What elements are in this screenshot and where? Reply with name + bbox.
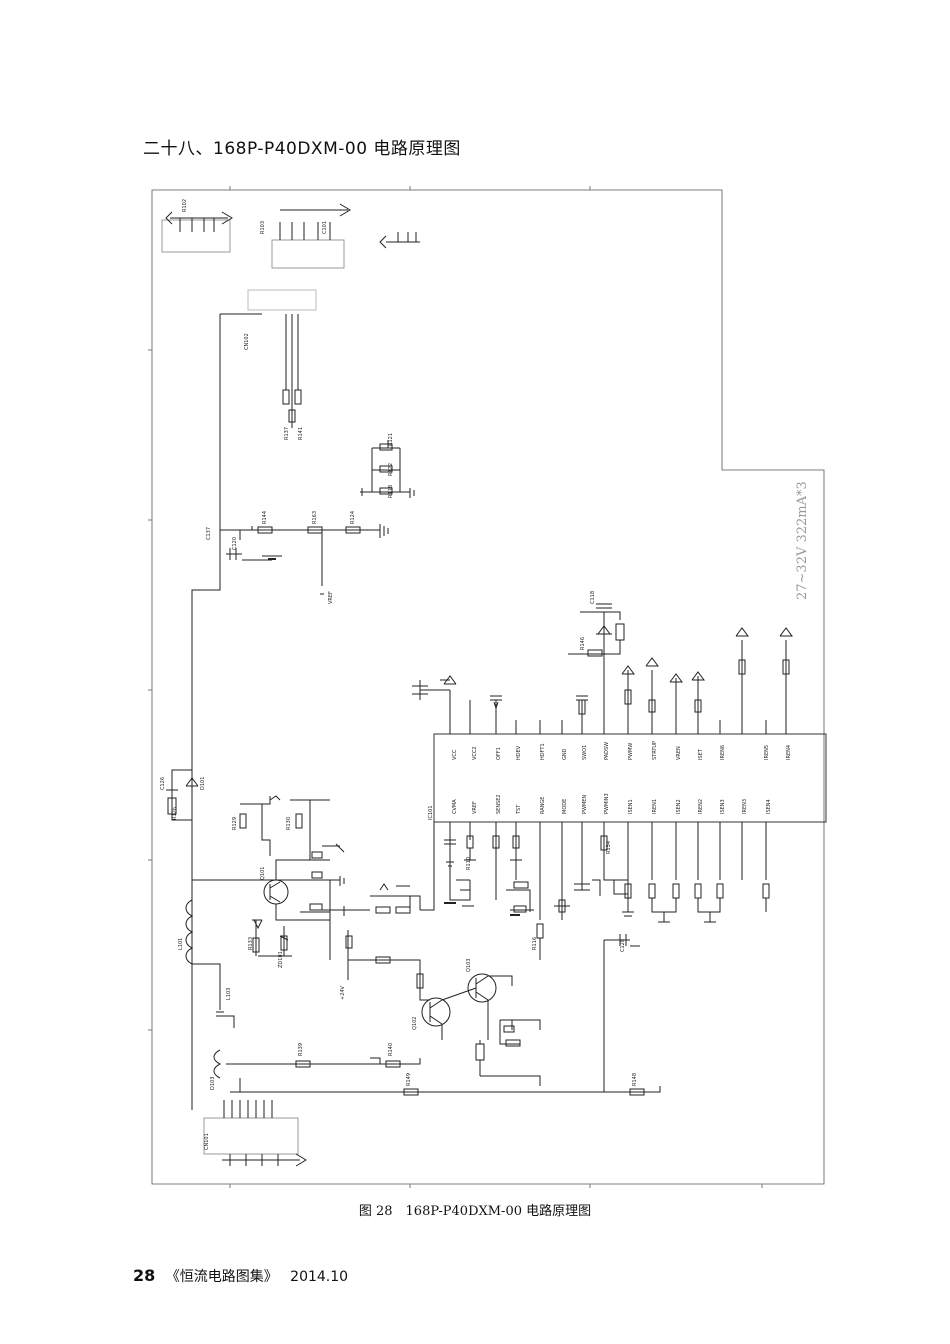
svg-text:D103: D103	[210, 1077, 216, 1090]
svg-text:GND: GND	[562, 748, 568, 760]
svg-text:C126: C126	[160, 777, 166, 790]
svg-text:CVMA: CVMA	[452, 799, 458, 814]
svg-text:IREN1: IREN1	[652, 799, 658, 814]
svg-text:VCC: VCC	[452, 749, 458, 760]
svg-text:L101: L101	[178, 938, 184, 950]
svg-text:Q103: Q103	[466, 959, 472, 972]
svg-text:SWO1: SWO1	[582, 745, 588, 760]
svg-text:R103: R103	[260, 221, 266, 234]
svg-text:D101: D101	[200, 777, 206, 790]
svg-text:R144: R144	[262, 511, 268, 524]
publication-date: 2014.10	[290, 1269, 349, 1285]
svg-text:TST: TST	[516, 804, 522, 815]
svg-text:R129: R129	[232, 817, 238, 830]
svg-text:RANGE: RANGE	[540, 797, 546, 814]
svg-text:ISEN3: ISEN3	[720, 799, 726, 814]
svg-text:R122: R122	[388, 463, 394, 476]
svg-text:C120: C120	[232, 537, 238, 550]
book-title: 《恒流电路图集》	[165, 1269, 278, 1285]
svg-text:R148: R148	[632, 1073, 638, 1086]
svg-text:R141: R141	[298, 427, 304, 440]
svg-text:CN101: CN101	[204, 1133, 210, 1150]
svg-text:ZD101: ZD101	[278, 951, 284, 968]
svg-text:PWMW: PWMW	[628, 743, 634, 760]
svg-text:C118: C118	[590, 591, 596, 604]
svg-text:Q101: Q101	[260, 867, 266, 880]
svg-text:IREN5: IREN5	[764, 745, 770, 760]
svg-text:PWMIN3: PWMIN3	[604, 793, 610, 814]
svg-text:Q102: Q102	[412, 1017, 418, 1030]
svg-text:PWMEN: PWMEN	[582, 795, 588, 814]
svg-text:HDEV: HDEV	[516, 745, 522, 760]
svg-text:VREF: VREF	[328, 591, 334, 604]
svg-text:IREN3: IREN3	[742, 799, 748, 814]
svg-text:ISET: ISET	[698, 748, 704, 760]
page-number: 28	[133, 1266, 156, 1285]
svg-text:HDFT1: HDFT1	[540, 743, 546, 760]
svg-text:C101: C101	[322, 221, 328, 234]
svg-text:R146: R146	[580, 637, 586, 650]
svg-text:IREN2: IREN2	[698, 799, 704, 814]
svg-text:R134: R134	[606, 841, 612, 854]
svg-text:VREF: VREF	[472, 801, 478, 814]
svg-text:R133: R133	[248, 937, 254, 950]
svg-text:R140: R140	[388, 1043, 394, 1056]
svg-text:VREN: VREN	[676, 746, 682, 760]
svg-text:R130: R130	[286, 817, 292, 830]
svg-text:MODE: MODE	[562, 799, 568, 814]
svg-text:+24V: +24V	[340, 985, 346, 1000]
svg-text:ISEN4: ISEN4	[766, 799, 772, 814]
svg-text:R139: R139	[298, 1043, 304, 1056]
svg-text:R116: R116	[532, 937, 538, 950]
svg-text:IC101: IC101	[428, 805, 434, 820]
svg-text:ISEN1: ISEN1	[628, 799, 634, 814]
svg-text:IREN6: IREN6	[720, 745, 726, 760]
svg-text:C137: C137	[206, 527, 212, 540]
svg-text:L103: L103	[226, 988, 232, 1000]
page-footer: 28 《恒流电路图集》 2014.10	[133, 1266, 348, 1286]
svg-text:R110: R110	[466, 857, 472, 870]
model-mark: 27~32V 322mA*3	[795, 481, 810, 600]
svg-text:R102: R102	[182, 199, 188, 212]
svg-text:PADSW: PADSW	[604, 742, 610, 760]
svg-text:R149: R149	[406, 1073, 412, 1086]
svg-text:R124: R124	[350, 511, 356, 524]
svg-text:R118: R118	[388, 485, 394, 498]
svg-text:SENSE2: SENSE2	[496, 794, 502, 814]
svg-text:ISEN2: ISEN2	[676, 799, 682, 814]
svg-text:R163: R163	[312, 511, 318, 524]
figure-caption: 图 28 168P-P40DXM-00 电路原理图	[358, 1204, 592, 1219]
svg-text:OFF1: OFF1	[496, 747, 502, 760]
svg-text:R126: R126	[172, 807, 178, 820]
svg-text:IREN4: IREN4	[786, 745, 792, 760]
svg-text:VCC2: VCC2	[472, 746, 478, 760]
svg-text:CN102: CN102	[244, 333, 250, 350]
svg-text:C128: C128	[620, 939, 626, 952]
svg-text:STRTUP: STRTUP	[652, 741, 658, 760]
svg-text:R121: R121	[388, 433, 394, 446]
svg-text:R137: R137	[284, 427, 290, 440]
page-heading: 二十八、168P-P40DXM-00 电路原理图	[143, 139, 461, 159]
